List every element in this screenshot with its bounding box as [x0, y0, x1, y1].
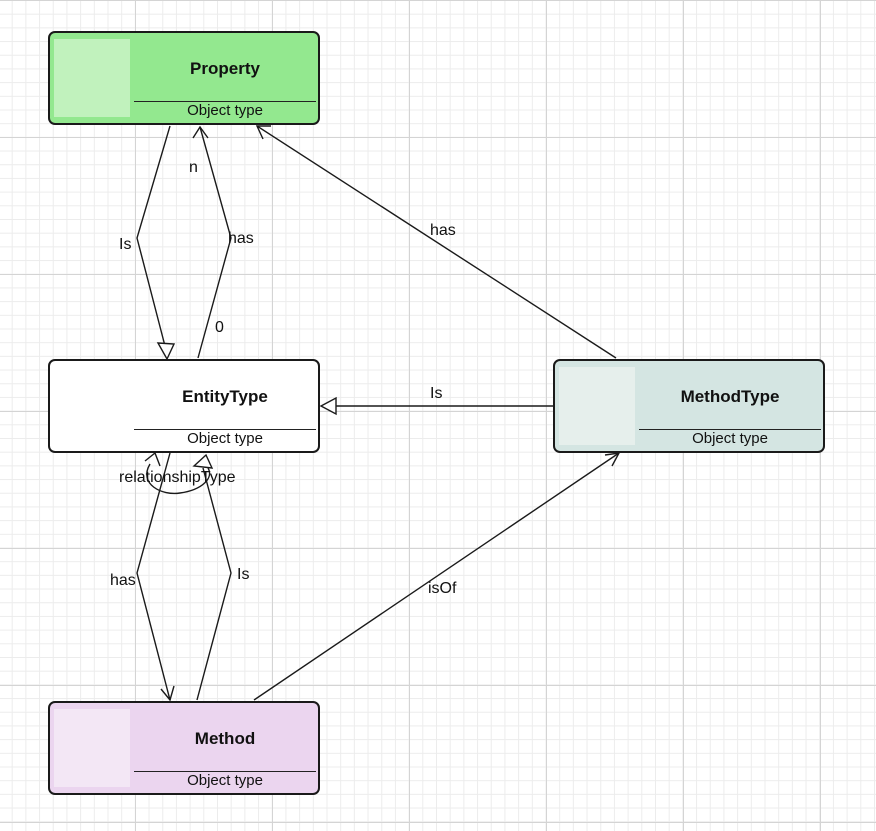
edge-method-isof-methodtype-arrowhead: [604, 452, 621, 467]
edge-entity-self-loop-arrowhead-right: [192, 453, 214, 469]
node-method-type: Object type: [187, 772, 263, 789]
edge-entity-is-property[interactable]: [136, 125, 171, 347]
label-method-is-entity: Is: [237, 566, 249, 583]
label-cardinality-source: 0: [215, 319, 224, 336]
label-method-isof-methodtype: isOf: [428, 580, 457, 597]
edge-methodtype-has-property[interactable]: [256, 125, 617, 359]
edge-entity-has-property-arrowhead: [192, 125, 209, 139]
node-property-type: Object type: [187, 102, 263, 119]
edge-entity-has-property[interactable]: [197, 126, 232, 359]
node-method-divider: [134, 771, 316, 772]
edge-methodtype-has-property-arrowhead: [255, 125, 271, 140]
node-methodtype-type: Object type: [692, 430, 768, 447]
node-method-title: Method: [194, 729, 256, 748]
node-methodtype-title: MethodType: [680, 387, 780, 406]
label-methodtype-is-entity: Is: [430, 385, 442, 402]
edge-entity-has-method[interactable]: [136, 452, 171, 701]
node-property[interactable]: Property Object type: [48, 31, 320, 125]
label-entity-self-loop: relationshipType: [119, 469, 236, 486]
edge-methodtype-is-entity-arrowhead: [319, 396, 337, 416]
node-entitytype-divider: [134, 429, 316, 430]
node-methodtype-icon: [559, 367, 635, 445]
node-property-title: Property: [190, 59, 260, 78]
edge-entity-self-loop-arrowhead-left: [144, 451, 161, 467]
label-methodtype-has-property: has: [430, 222, 456, 239]
label-entity-has-method: has: [110, 572, 136, 589]
node-entitytype-type: Object type: [187, 430, 263, 447]
node-methodtype-divider: [639, 429, 821, 430]
edge-entity-has-method-arrowhead: [160, 685, 175, 702]
edge-method-is-entity[interactable]: [196, 467, 232, 701]
label-cardinality-target: n: [189, 159, 198, 176]
node-property-icon: [54, 39, 130, 117]
label-entity-has-property: has: [228, 230, 254, 247]
edge-entity-self-loop[interactable]: [146, 463, 211, 495]
edge-entity-is-property-arrowhead: [156, 342, 176, 361]
node-method-icon: [54, 709, 130, 787]
node-property-divider: [134, 101, 316, 102]
node-entitytype-title: EntityType: [182, 387, 268, 406]
edge-method-isof-methodtype[interactable]: [253, 452, 620, 701]
node-entitytype[interactable]: EntityType Object type: [48, 359, 320, 453]
label-entity-is-property: Is: [119, 236, 131, 253]
node-methodtype[interactable]: MethodType Object type: [553, 359, 825, 453]
node-method[interactable]: Method Object type: [48, 701, 320, 795]
